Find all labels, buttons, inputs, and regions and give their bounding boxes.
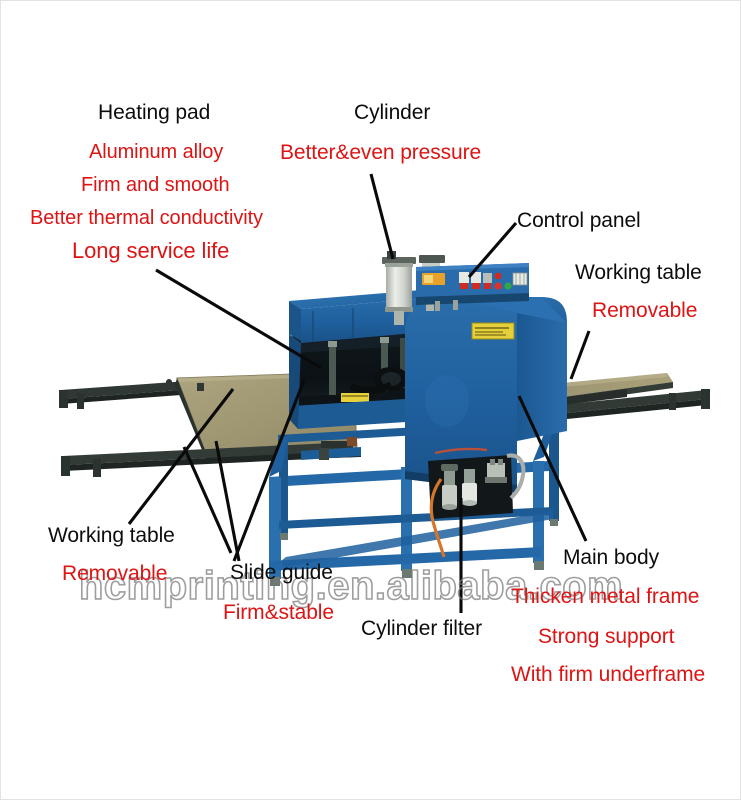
label-slide-guide-bullet-1: Firm&stable (223, 601, 334, 624)
label-heating-pad-bullet-1: Aluminum alloy (89, 141, 224, 163)
label-main-body-bullet-2: Strong support (538, 625, 675, 648)
label-slide-guide-title: Slide guide (230, 561, 333, 584)
label-cylinder-title: Cylinder (354, 101, 431, 124)
label-working-table-right-bullet-1: Removable (592, 299, 698, 322)
label-working-table-left-bullet-1: Removable (62, 562, 168, 585)
label-heating-pad-bullet-2: Firm and smooth (81, 174, 230, 196)
cylinder-filter-unit (428, 447, 526, 558)
label-working-table-left-title: Working table (48, 524, 175, 547)
label-cylinder-filter-title: Cylinder filter (361, 617, 483, 640)
table-hardware (166, 379, 357, 460)
main-body-housing (405, 297, 567, 493)
label-heating-pad-bullet-4: Long service life (72, 238, 230, 263)
label-heating-pad-title: Heating pad (98, 101, 211, 124)
label-control-panel-title: Control panel (517, 209, 641, 232)
watermark-text: hcmprinting.en.alibaba.com (78, 563, 624, 609)
label-main-body-title: Main body (563, 546, 659, 569)
label-cylinder-bullet-1: Better&even pressure (280, 141, 482, 164)
label-main-body-bullet-3: With firm underframe (511, 663, 706, 686)
label-main-body-bullet-1: Thicken metal frame (511, 585, 700, 608)
slide-guide-rail-right (557, 389, 710, 420)
label-heating-pad-bullet-3: Better thermal conductivity (30, 207, 263, 229)
label-working-table-right-title: Working table (575, 261, 702, 284)
